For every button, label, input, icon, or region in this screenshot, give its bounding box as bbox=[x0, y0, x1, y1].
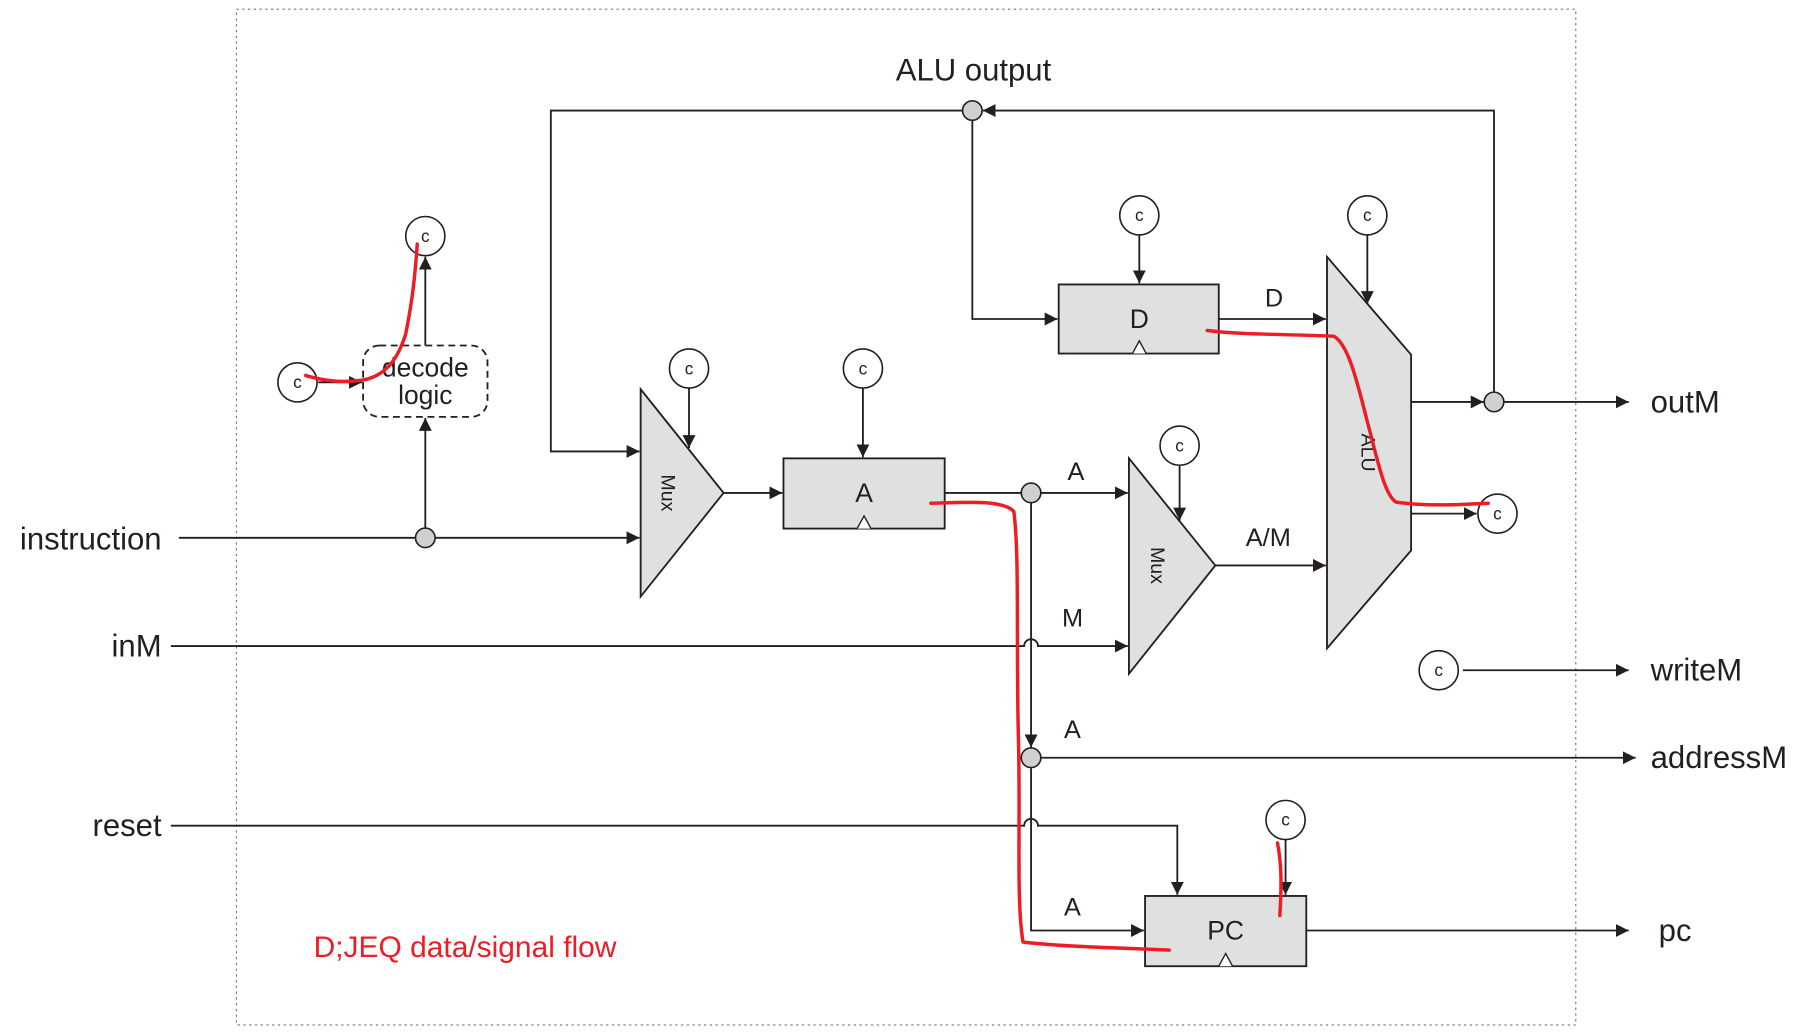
control-c-decode-in: c bbox=[277, 361, 318, 403]
mux-a-input bbox=[639, 386, 725, 600]
svg-text:c: c bbox=[1434, 660, 1443, 680]
wire-label-am: A/M bbox=[1246, 524, 1291, 552]
a-junction bbox=[1020, 482, 1042, 504]
wire-label-a-mux: A bbox=[1068, 458, 1085, 486]
instruction-junction bbox=[414, 527, 436, 549]
outM-label: outM bbox=[1651, 384, 1720, 419]
mux1-label: Mux bbox=[656, 474, 678, 511]
addressM-label: addressM bbox=[1651, 740, 1787, 775]
decode-label-2: logic bbox=[398, 380, 452, 410]
inM-label: inM bbox=[112, 628, 162, 663]
svg-text:c: c bbox=[1281, 810, 1290, 830]
clock-triangle-icon bbox=[856, 514, 872, 529]
a-register-label: A bbox=[855, 478, 873, 508]
writeM-label: writeM bbox=[1650, 653, 1743, 688]
annotation-text: D;JEQ data/signal flow bbox=[314, 931, 617, 964]
control-c-decode-out: c bbox=[404, 215, 446, 257]
reset-label: reset bbox=[92, 808, 161, 843]
control-c-writeM: c bbox=[1418, 649, 1460, 691]
control-c-d: c bbox=[1118, 194, 1160, 236]
instruction-label: instruction bbox=[20, 521, 162, 556]
cpu-boundary bbox=[235, 8, 1577, 1026]
control-c-mux2: c bbox=[1159, 425, 1200, 467]
control-c-pc: c bbox=[1265, 799, 1306, 841]
wire-label-a-pc: A bbox=[1064, 894, 1081, 922]
pc-register-label: PC bbox=[1207, 916, 1244, 946]
clock-triangle-icon bbox=[1131, 339, 1147, 354]
svg-text:c: c bbox=[685, 358, 694, 378]
alu-feedback-wires bbox=[549, 99, 1495, 458]
svg-text:c: c bbox=[1363, 205, 1372, 225]
pc-label: pc bbox=[1659, 913, 1692, 948]
clock-triangle-icon bbox=[1218, 952, 1234, 967]
svg-text:c: c bbox=[859, 358, 868, 378]
control-c-alu-flags: c bbox=[1477, 493, 1518, 535]
svg-text:c: c bbox=[1493, 503, 1502, 523]
svg-text:c: c bbox=[293, 372, 302, 392]
mux-am bbox=[1128, 455, 1217, 677]
jeq-flow-annotation bbox=[303, 242, 1490, 952]
control-c-a: c bbox=[842, 348, 884, 389]
svg-text:c: c bbox=[421, 226, 430, 246]
wire-label-a-address: A bbox=[1064, 716, 1081, 744]
svg-text:c: c bbox=[1135, 205, 1144, 225]
control-c-alu: c bbox=[1346, 194, 1388, 236]
mux2-label: Mux bbox=[1146, 547, 1168, 584]
control-c-mux1: c bbox=[668, 348, 710, 389]
alu-output-title: ALU output bbox=[896, 53, 1052, 88]
wire-label-m: M bbox=[1062, 604, 1083, 632]
outM-junction bbox=[1483, 391, 1505, 413]
address-junction bbox=[1020, 747, 1042, 769]
d-register-label: D bbox=[1130, 304, 1149, 334]
wire-label-d: D bbox=[1265, 284, 1283, 312]
svg-text:c: c bbox=[1175, 435, 1184, 455]
alu-output-junction bbox=[961, 99, 983, 122]
